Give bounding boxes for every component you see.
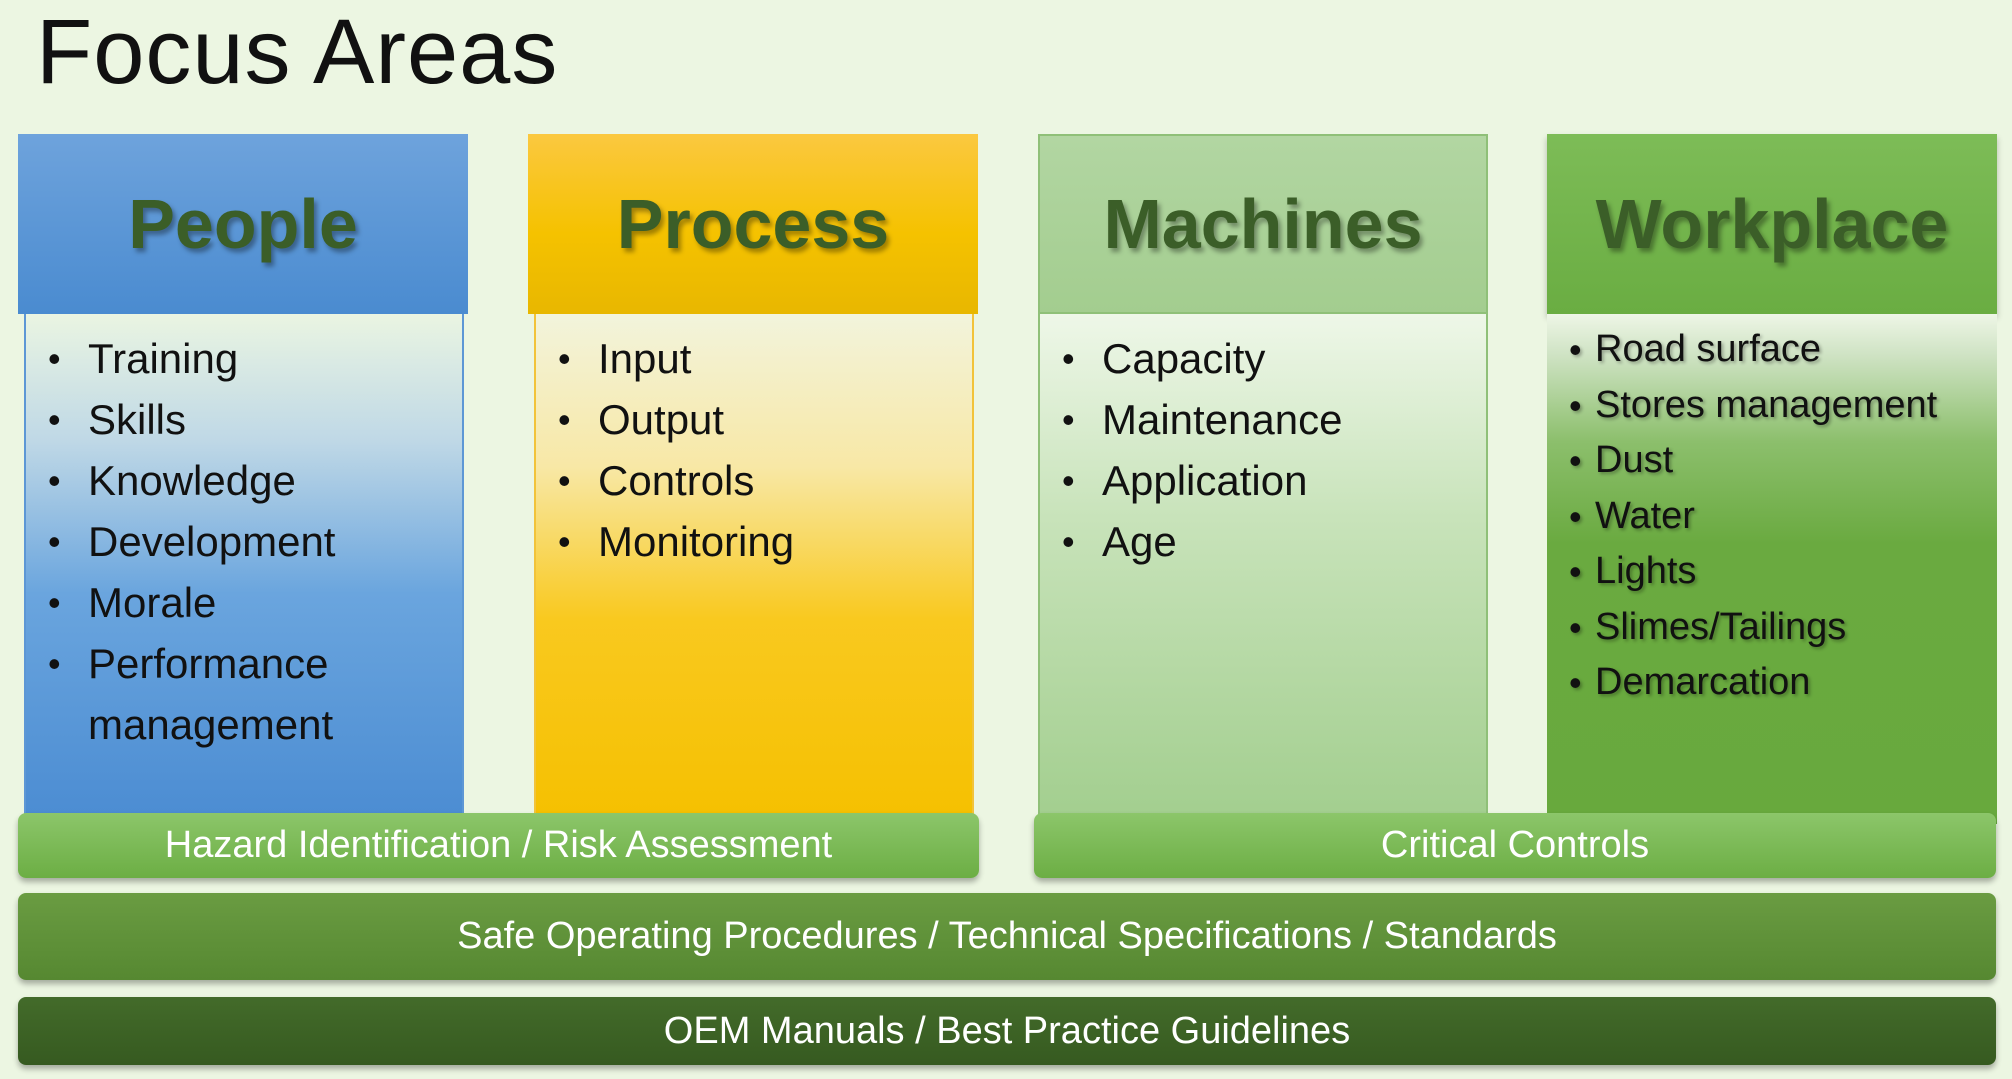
list-item-label: Demarcation (1595, 661, 1811, 703)
list-item: • Monitoring (558, 511, 972, 572)
list-item: • Application (1062, 450, 1486, 511)
column-people: People • Training • Skills • Knowledge • Develo… (18, 134, 468, 824)
list-item: • Controls (558, 450, 972, 511)
list-item: • Maintenance (1062, 389, 1486, 450)
bullet-icon: • (1062, 521, 1075, 562)
bullet-icon: • (558, 521, 571, 562)
list-item-label: Knowledge (88, 457, 296, 504)
bullet-icon: • (48, 338, 61, 379)
list-item-label: Input (598, 335, 692, 382)
column-process: Process • Input • Output • Controls • Monitorin… (528, 134, 978, 824)
list-item: • Performance management (48, 633, 462, 755)
list-item-label: Slimes/Tailings (1595, 605, 1847, 648)
hazard-identification-bar: Hazard Identification / Risk Assessment (18, 813, 979, 878)
critical-controls-bar: Critical Controls (1034, 813, 1996, 878)
bullet-icon: • (48, 582, 61, 623)
list-item: • Lights (1569, 544, 1997, 600)
list-item: • Water (1569, 489, 1997, 545)
list-item-label: Morale (88, 579, 217, 626)
bullet-icon: • (1569, 329, 1582, 370)
list-item-label: Output (598, 396, 725, 443)
bullet-icon: • (1569, 606, 1582, 648)
bullet-icon: • (48, 399, 61, 440)
bullet-icon: • (1569, 495, 1582, 537)
list-item-label: Performance management (88, 640, 334, 748)
list-item: • Morale (48, 572, 462, 633)
list-item-label: Dust (1595, 439, 1674, 481)
column-heading: People (18, 134, 468, 314)
list-item-label: Development (88, 518, 336, 565)
bullet-icon: • (48, 643, 61, 684)
list-item: • Dust (1569, 433, 1997, 489)
bullet-icon: • (1062, 460, 1075, 501)
list-item-label: Application (1102, 457, 1308, 504)
list-item-label: Capacity (1102, 335, 1266, 382)
list-item: • Age (1062, 511, 1486, 572)
list-item-label: Lights (1595, 550, 1697, 592)
list-item-label: Training (88, 335, 239, 382)
list-item: • Stores management (1569, 378, 1997, 434)
bullet-icon: • (48, 460, 61, 501)
list-item-label: Maintenance (1102, 396, 1343, 443)
bullet-icon: • (1569, 440, 1582, 481)
list-item-label: Road surface (1595, 328, 1822, 370)
column-machines: Machines • Capacity • Maintenance • Applicati… (1038, 134, 1488, 824)
list-item-label: Age (1102, 518, 1177, 565)
list-item: • Output (558, 389, 972, 450)
bullet-icon: • (1569, 662, 1582, 703)
list-item: • Capacity (1062, 328, 1486, 389)
item-list: • Training • Skills • Knowledge • Development • M… (48, 328, 462, 755)
item-list: • Input • Output • Controls • Monitoring (558, 328, 972, 572)
list-item-label: Stores management (1595, 383, 1938, 426)
bullet-icon: • (1062, 399, 1075, 440)
column-heading: Machines (1038, 134, 1488, 314)
column-workplace: Workplace • Road surface • Stores managemen… (1547, 134, 1997, 824)
item-list: • Road surface • Stores management • Dust • Wat… (1569, 322, 1997, 711)
list-item-label: Skills (88, 396, 187, 443)
list-item: • Training (48, 328, 462, 389)
list-item: • Input (558, 328, 972, 389)
safe-operating-procedures-bar: Safe Operating Procedures / Technical Sp… (18, 893, 1996, 980)
list-item: • Demarcation (1569, 655, 1997, 711)
list-item: • Road surface (1569, 322, 1997, 378)
list-item-label: Controls (598, 457, 755, 504)
bullet-icon: • (558, 460, 571, 501)
oem-manuals-bar: OEM Manuals / Best Practice Guidelines (18, 997, 1996, 1065)
bullet-icon: • (48, 521, 61, 562)
page-title: Focus Areas (36, 1, 559, 103)
bullet-icon: • (1569, 384, 1582, 426)
item-list: • Capacity • Maintenance • Application • Age (1062, 328, 1486, 572)
bullet-icon: • (1569, 551, 1582, 592)
column-heading: Workplace (1547, 134, 1997, 314)
bullet-icon: • (1062, 338, 1075, 379)
list-item: • Development (48, 511, 462, 572)
bullet-icon: • (558, 338, 571, 379)
bullet-icon: • (558, 399, 571, 440)
column-heading: Process (528, 134, 978, 314)
list-item-label: Water (1595, 494, 1695, 537)
list-item: • Skills (48, 389, 462, 450)
list-item: • Knowledge (48, 450, 462, 511)
list-item-label: Monitoring (598, 518, 795, 565)
list-item: • Slimes/Tailings (1569, 600, 1997, 656)
